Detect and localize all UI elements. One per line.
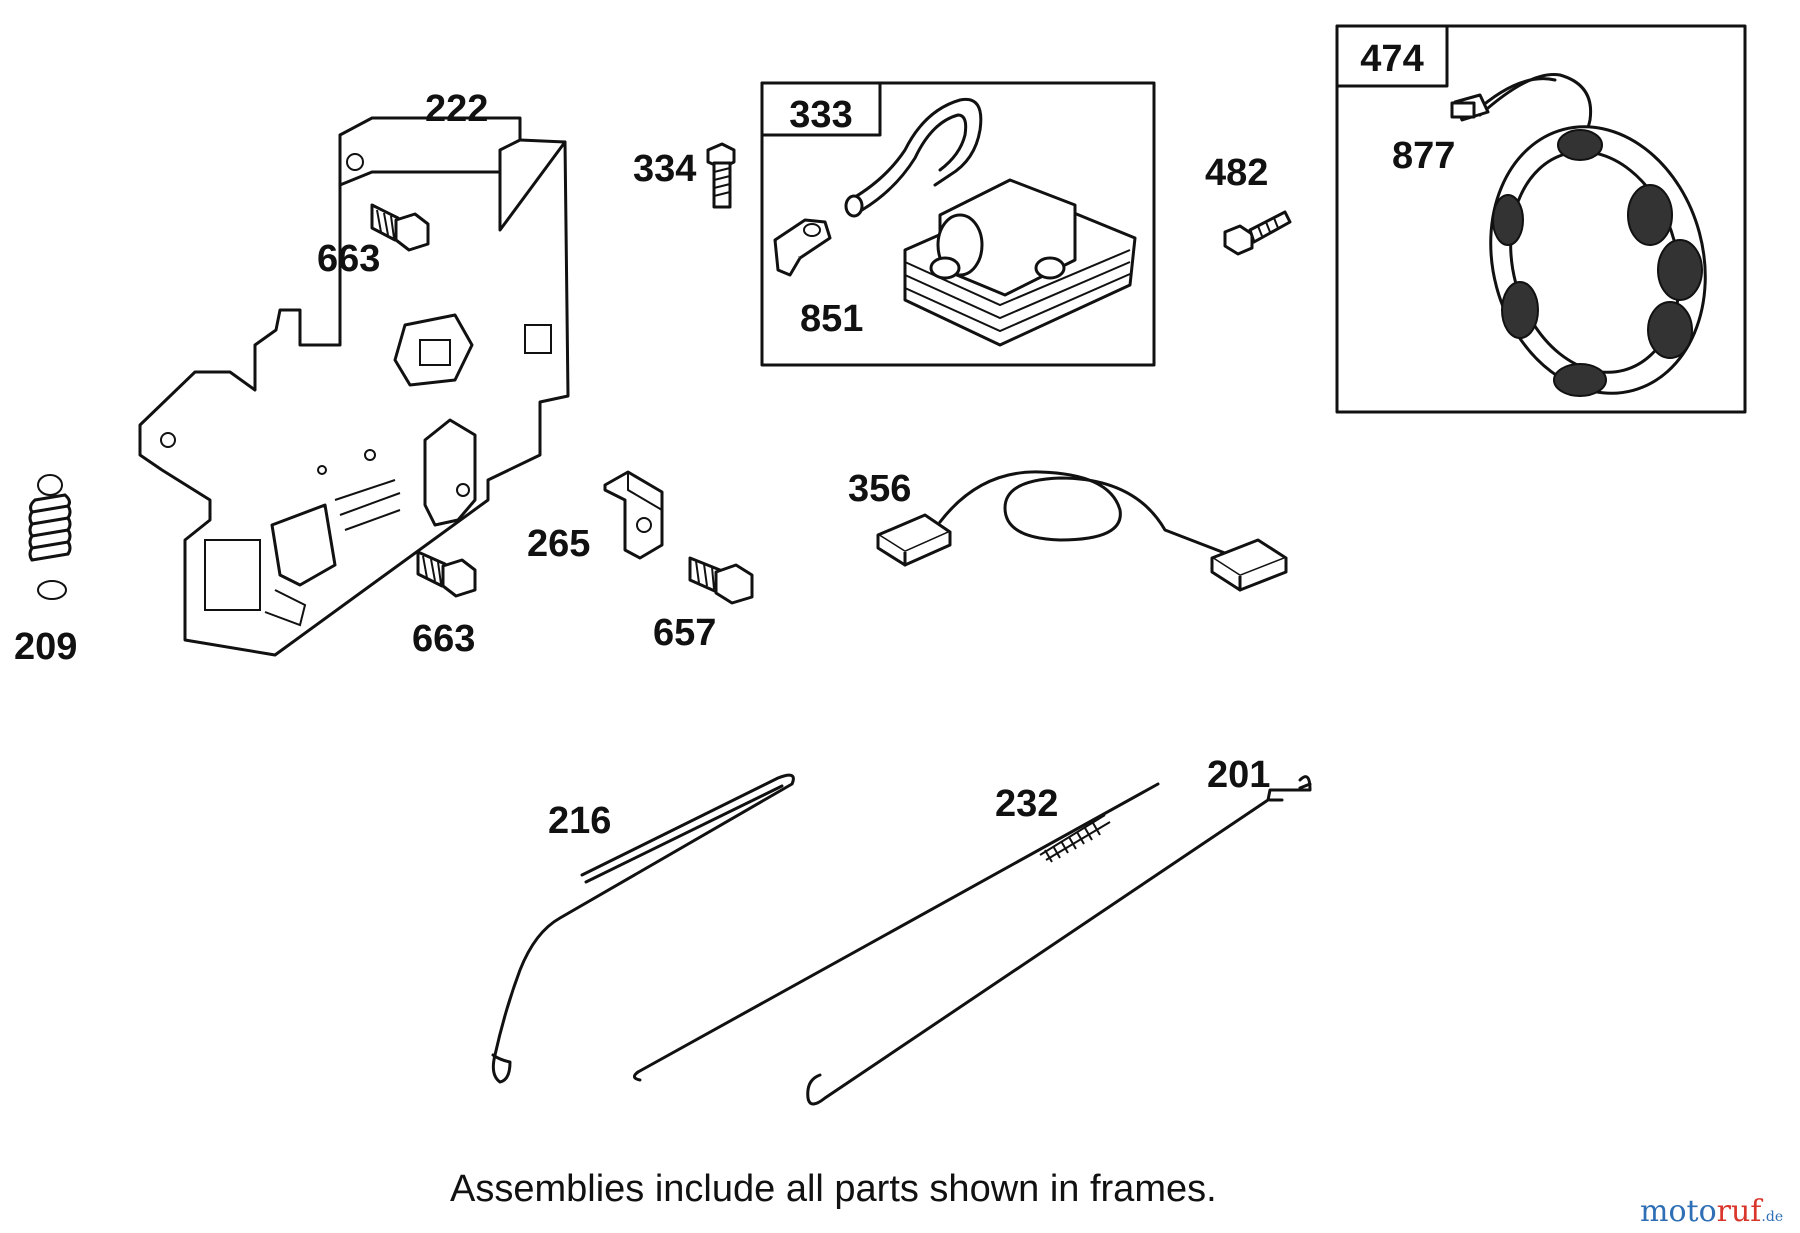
- watermark-part1: moto: [1640, 1194, 1717, 1229]
- callout-222: 222: [425, 88, 489, 130]
- callout-663-upper: 663: [317, 238, 381, 280]
- ignition-coil-part: [844, 97, 1137, 347]
- bolt-part-334: [706, 142, 736, 209]
- frame-label-474: 474: [1360, 38, 1424, 80]
- clip-part-265: [603, 470, 664, 560]
- callout-216: 216: [548, 800, 612, 842]
- wire-harness-part-356: [876, 470, 1288, 592]
- governor-link-part-216: [491, 773, 795, 1084]
- frame-333: [760, 81, 1156, 367]
- spark-plug-terminal-851: [773, 218, 832, 277]
- callout-877: 877: [1392, 135, 1456, 177]
- watermark-part3: .de: [1761, 1209, 1784, 1225]
- callout-657: 657: [653, 612, 717, 654]
- screw-part-663-lower: [416, 550, 477, 598]
- callout-356: 356: [848, 468, 912, 510]
- screw-part-657: [688, 556, 754, 605]
- callout-265: 265: [527, 523, 591, 565]
- spring-part-209: [28, 474, 72, 600]
- frame-label-333: 333: [789, 94, 853, 136]
- callout-201: 201: [1207, 754, 1271, 796]
- screw-part-663-upper: [370, 203, 430, 252]
- watermark-logo: motoruf.de: [1640, 1194, 1783, 1229]
- callout-851: 851: [800, 298, 864, 340]
- bolt-part-482: [1223, 210, 1292, 256]
- control-bracket-part: [138, 116, 570, 657]
- callout-482: 482: [1205, 152, 1269, 194]
- watermark-part2: ruf: [1716, 1194, 1762, 1229]
- throttle-link-part-201: [806, 775, 1312, 1106]
- callout-232: 232: [995, 783, 1059, 825]
- callout-209: 209: [14, 626, 78, 668]
- frame-474: [1335, 24, 1747, 414]
- callout-663-lower: 663: [412, 618, 476, 660]
- spring-link-part-232: [633, 782, 1160, 1082]
- callout-334: 334: [633, 148, 697, 190]
- assembly-note-caption: Assemblies include all parts shown in fr…: [450, 1168, 1217, 1210]
- alternator-part: [1450, 73, 1707, 397]
